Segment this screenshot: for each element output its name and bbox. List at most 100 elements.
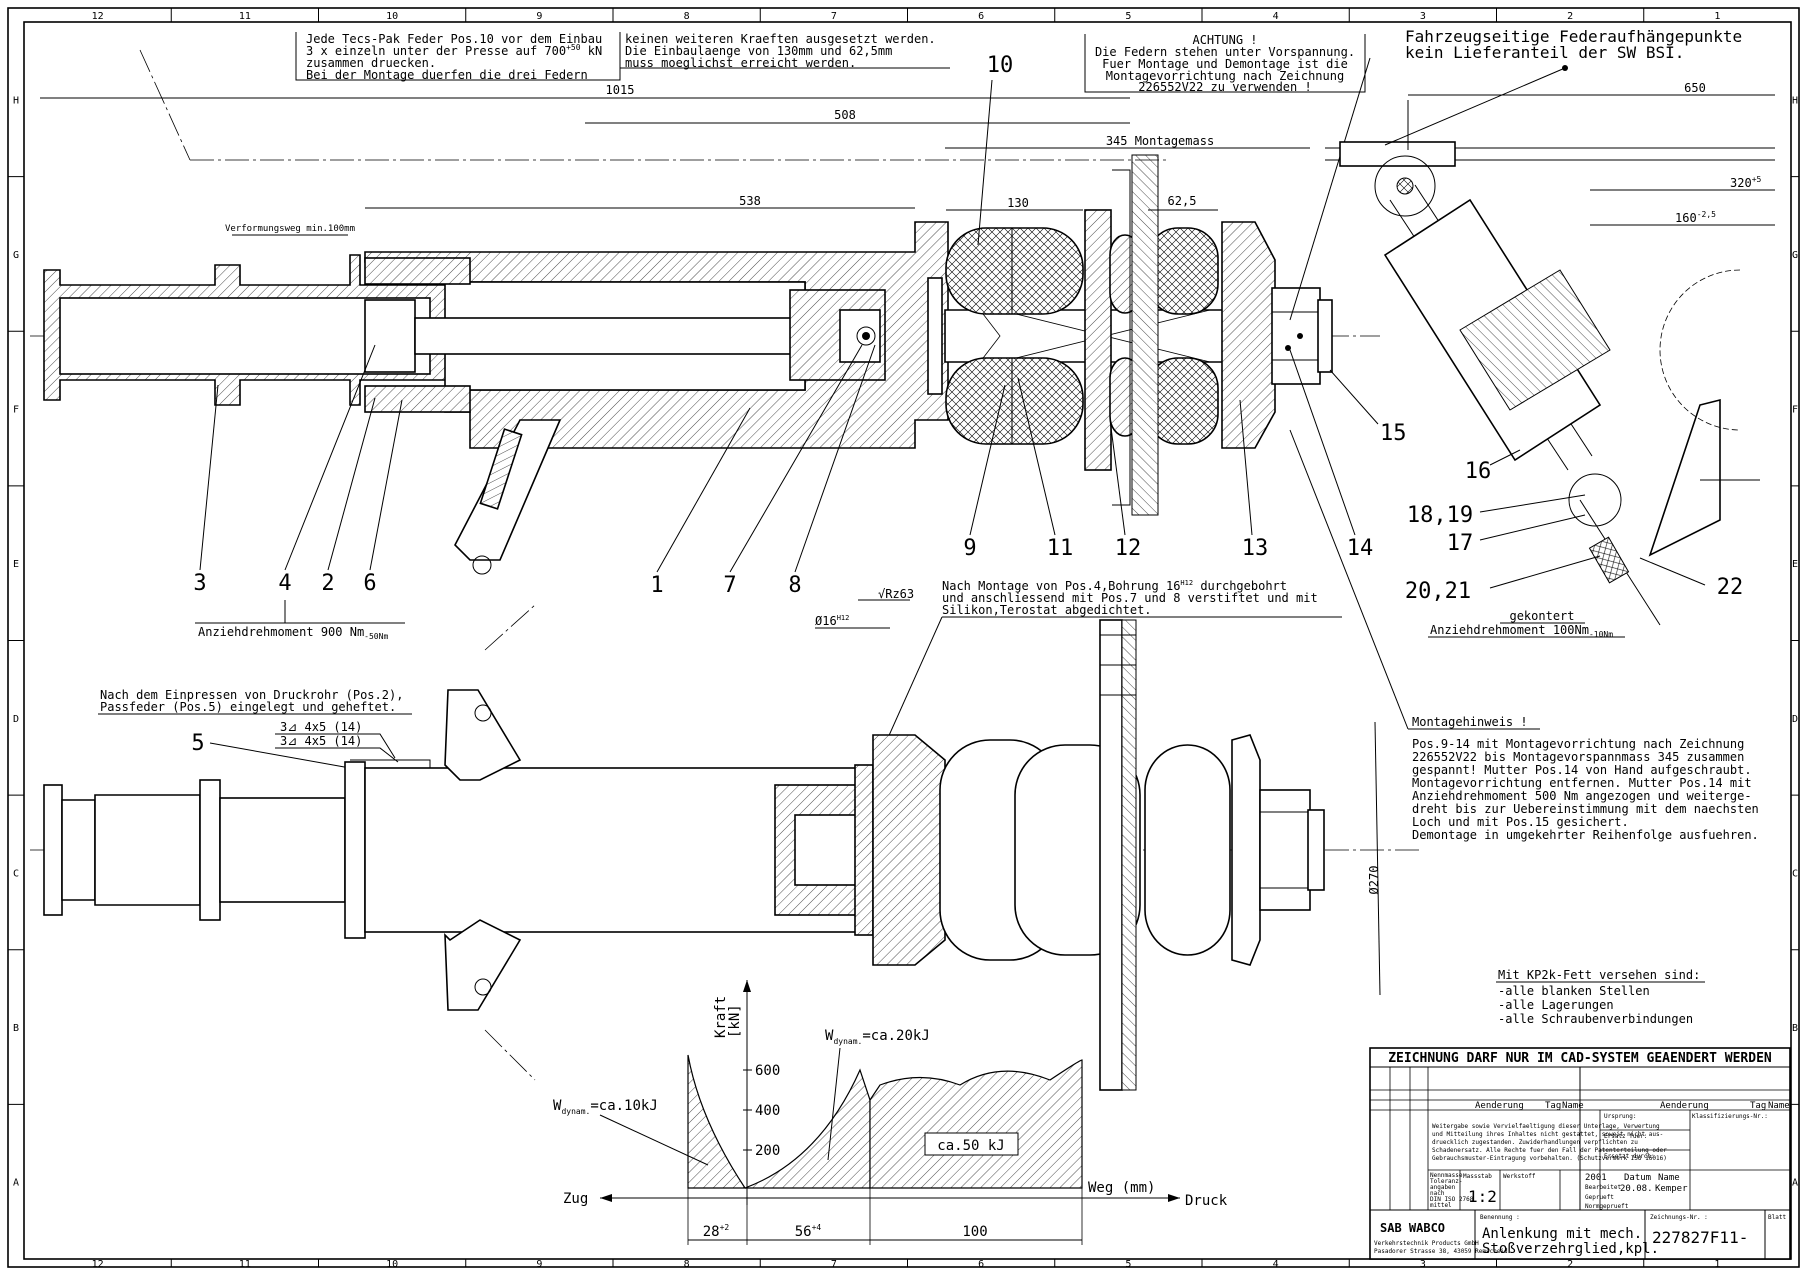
note-anzieh-900: Anziehdrehmoment 900 Nm-50Nm [195, 600, 405, 641]
note-line: 226552V22 zu verwenden ! [1138, 80, 1311, 94]
tb-author: Kemper [1655, 1184, 1688, 1194]
company-logo: SAB WABCO [1380, 1221, 1445, 1235]
tb-copyright: druecklich zugestanden. Zuwiderhandlunge… [1432, 1139, 1638, 1146]
anzieh-100: Anziehdrehmoment 100Nm-10Nm [1430, 623, 1613, 639]
position-labels-top: 10 15 3 4 2 6 1 7 8 9 11 12 13 14 5 [191, 53, 1407, 769]
seg-56: 56+4 [795, 1223, 822, 1240]
pos-8: 8 [788, 573, 801, 598]
y-tick-200: 200 [755, 1143, 780, 1159]
energy-20kj: Wdynam.=ca.20kJ [825, 1028, 930, 1046]
column-label: 4 [1273, 11, 1279, 22]
note-line: Demontage in umgekehrter Reihenfolge aus… [1412, 828, 1759, 842]
column-label: 2 [1567, 1259, 1573, 1270]
row-label: G [13, 250, 19, 261]
row-label: B [13, 1023, 19, 1034]
pos-16: 16 [1465, 459, 1492, 484]
note-line: Fuer Montage und Demontage ist die [1102, 57, 1348, 71]
column-label: 3 [1420, 11, 1426, 22]
note-einpressen: Nach dem Einpressen von Druckrohr (Pos.2… [98, 688, 412, 763]
row-label: A [1792, 1178, 1798, 1189]
tb-zeichnung-nr: 227827F11- [1652, 1228, 1748, 1247]
tb-aenderung: Aenderung [1475, 1101, 1524, 1111]
column-label: 5 [1125, 1259, 1131, 1270]
tb-ursprung: Ursprung: [1604, 1113, 1637, 1120]
x-left-zug: Zug [563, 1191, 588, 1207]
pos-15: 15 [1380, 421, 1407, 446]
pos-20-21: 20,21 [1405, 579, 1471, 604]
note-line: Loch und mit Pos.15 gesichert. [1412, 815, 1629, 829]
y-tick-400: 400 [755, 1103, 780, 1119]
pos-12: 12 [1115, 536, 1142, 561]
tb-copyright: Schadenersatz. Alle Rechte fuer den Fall… [1432, 1147, 1667, 1154]
note-nach-montage: Nach Montage von Pos.4,Bohrung 16H12 dur… [815, 579, 1342, 779]
note-line: keinen weiteren Kraeften ausgesetzt werd… [625, 32, 936, 46]
pos-11: 11 [1047, 536, 1074, 561]
pos-2: 2 [321, 571, 334, 596]
tb-nachweis: nach [1430, 1190, 1445, 1197]
tb-klassifizierung: Klassifizierungs-Nr.: [1692, 1113, 1768, 1120]
bottom-exterior-view: Ø270 [30, 604, 1420, 1091]
anzieh-900: Anziehdrehmoment 900 Nm-50Nm [198, 625, 388, 641]
pos-3: 3 [193, 571, 206, 596]
dim-160: 160-2,5 [1675, 210, 1716, 225]
note-gekontert: gekontert [1509, 609, 1574, 623]
tb-nachweis: angaben [1430, 1184, 1456, 1191]
fett-title: Mit KP2k-Fett versehen sind: [1498, 968, 1700, 982]
column-label: 3 [1420, 1259, 1426, 1270]
dim-130: 130 [1007, 196, 1029, 210]
row-label: D [1792, 714, 1798, 725]
note-line: zusammen druecken. [306, 56, 436, 70]
tb-nachweis: mittel [1430, 1202, 1452, 1209]
tb-aenderung-2: Aenderung [1660, 1101, 1709, 1111]
row-label: C [13, 868, 19, 879]
dim-270: Ø270 [1367, 866, 1381, 895]
note-line: Jede Tecs-Pak Feder Pos.10 vor dem Einba… [306, 32, 602, 46]
pos-1: 1 [650, 573, 663, 598]
seg-100: 100 [962, 1224, 987, 1240]
montagehinweis-title: Montagehinweis ! [1412, 715, 1528, 729]
column-label: 5 [1125, 11, 1131, 22]
column-label: 10 [386, 1259, 398, 1270]
note-tecs-pak: Jede Tecs-Pak Feder Pos.10 vor dem Einba… [295, 32, 950, 82]
note-fahrzeug: Fahrzeugseitige Federaufhängepunkte kein… [1405, 27, 1742, 62]
y-label: Kraft [713, 996, 729, 1038]
column-label: 11 [239, 1259, 251, 1270]
energy-10kj: Wdynam.=ca.10kJ [553, 1098, 658, 1116]
column-label: 9 [536, 1259, 542, 1270]
tb-name: Name [1562, 1101, 1584, 1111]
note-line: Bei der Montage duerfen die drei Federn [306, 68, 588, 82]
company-line2: Pasadorer Strasse 38, 43059 Remscheid [1374, 1248, 1508, 1255]
pos-5: 5 [191, 731, 204, 756]
column-label: 12 [92, 11, 104, 22]
pos-13: 13 [1242, 536, 1269, 561]
x-right-druck: Druck [1185, 1193, 1228, 1209]
tb-copyright: und Mitteilung ihres Inhaltes nicht gest… [1432, 1131, 1663, 1138]
tb-copyright: Weitergabe sowie Vervielfaeltigung diese… [1432, 1123, 1660, 1130]
note-line: Die Federn stehen unter Vorspannung. [1095, 45, 1355, 59]
note-montagehinweis: Montagehinweis ! Pos.9-14 mit Montagevor… [1289, 429, 1759, 842]
note-line: und anschliessend mit Pos.7 und 8 versti… [942, 591, 1318, 605]
tb-name-3: Name [1658, 1173, 1680, 1183]
pos-6: 6 [363, 571, 376, 596]
fett-item: -alle Schraubenverbindungen [1498, 1012, 1693, 1026]
column-label: 11 [239, 11, 251, 22]
tb-massstab: 1:2 [1468, 1187, 1497, 1206]
dimensions-top: 1015 508 345 Montagemass 538 130 62,5 Ve… [40, 49, 1310, 236]
dim-verformung: Verformungsweg min.100mm [225, 224, 355, 234]
dim-320: 320+5 [1730, 175, 1762, 190]
force-travel-diagram: 600 400 200 Kraft [kN] ca.50 kJ Wdynam.=… [553, 980, 1228, 1245]
pos-9: 9 [963, 536, 976, 561]
tb-nachweis: Nennmasse [1430, 1172, 1463, 1179]
tb-benennung-1: Anlenkung mit mech. [1482, 1226, 1642, 1242]
row-label: G [1792, 250, 1798, 261]
pos-17: 17 [1447, 531, 1474, 556]
row-label: H [1792, 95, 1798, 106]
fett-item: -alle Lagerungen [1498, 998, 1614, 1012]
energy-50kj: ca.50 kJ [937, 1138, 1004, 1154]
pos-10: 10 [987, 53, 1014, 78]
tb-copyright: Gebrauchsmuster-Eintragung vorbehalten. … [1432, 1155, 1667, 1162]
top-section-view [30, 154, 1380, 575]
column-label: 2 [1567, 11, 1573, 22]
